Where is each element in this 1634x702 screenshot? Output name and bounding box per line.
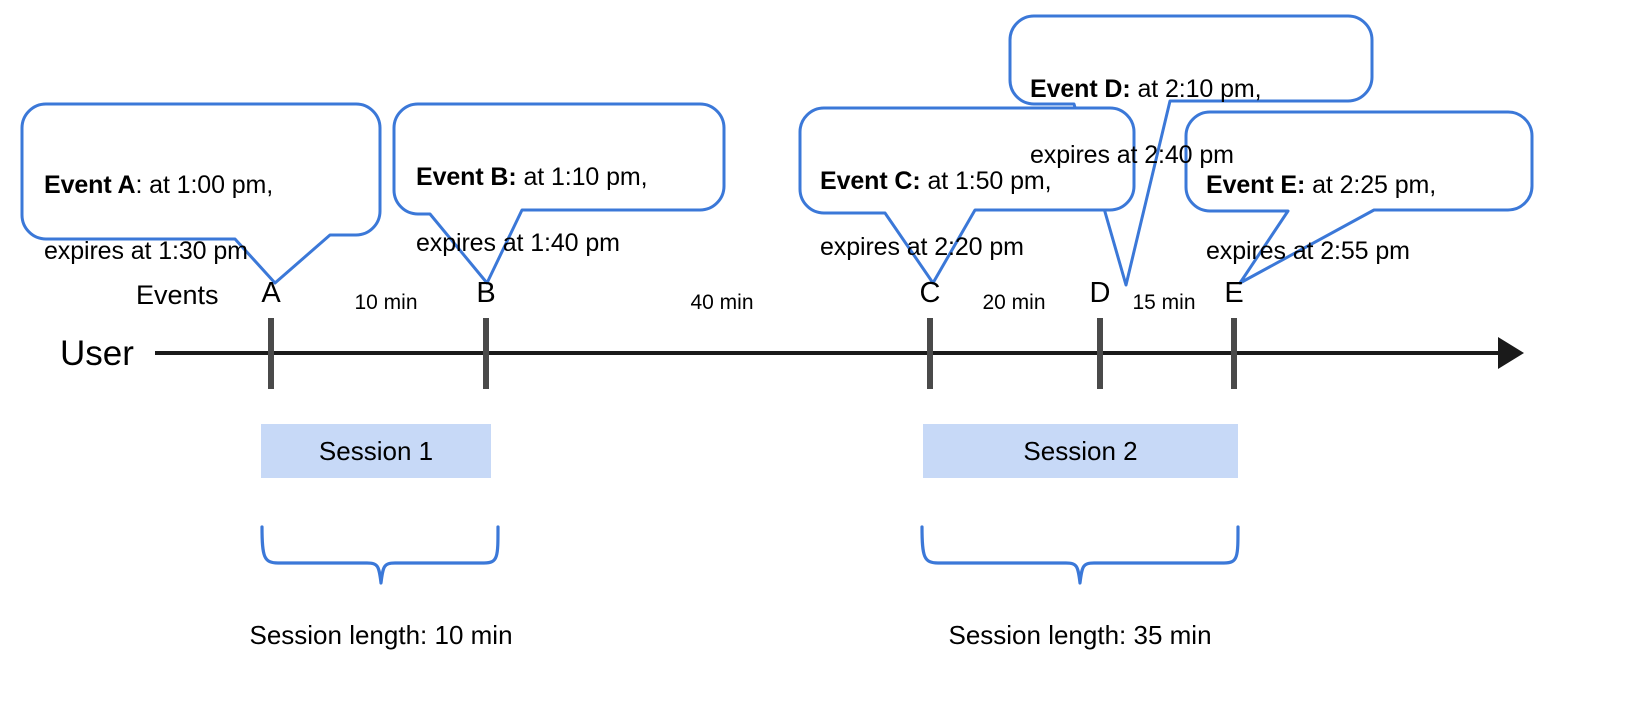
callout-text-event-e: Event E: at 2:25 pm, expires at 2:55 pm	[1206, 136, 1526, 268]
session-bar-2-label: Session 2	[1023, 435, 1138, 466]
callout-text-event-d: Event D: at 2:10 pm, expires at 2:40 pm	[1030, 40, 1360, 172]
callout-lead-event-a: Event A	[44, 171, 136, 199]
callout-body-line1-event-b: at 1:10 pm,	[523, 163, 648, 191]
callout-lead-event-b: Event B:	[416, 163, 517, 191]
events-row-label: Events	[136, 280, 219, 310]
callout-body-line1-event-d: at 2:10 pm,	[1137, 75, 1262, 103]
callout-body-line2-event-c: expires at 2:20 pm	[820, 233, 1024, 261]
interval-label-c-d: 20 min	[982, 291, 1046, 314]
callout-body-line2-event-b: expires at 1:40 pm	[416, 229, 620, 257]
session-length-caption-2: Session length: 35 min	[948, 620, 1212, 650]
callout-body-line2-event-d: expires at 2:40 pm	[1030, 141, 1234, 169]
marker-label-e: E	[1224, 277, 1244, 309]
marker-label-b: B	[476, 277, 496, 309]
user-row-label: User	[60, 334, 134, 373]
callout-text-event-a: Event A: at 1:00 pm, expires at 1:30 pm	[44, 136, 374, 268]
callout-separator-event-a: :	[135, 171, 150, 199]
interval-label-d-e: 15 min	[1132, 291, 1196, 314]
session-length-caption-1: Session length: 10 min	[249, 620, 513, 650]
session-bar-1: Session 1	[261, 424, 491, 478]
callout-body-line2-event-a: expires at 1:30 pm	[44, 237, 248, 265]
brace-session-2	[920, 525, 1240, 585]
callout-lead-event-d: Event D:	[1030, 75, 1131, 103]
callout-body-line1-event-e: at 2:25 pm,	[1312, 171, 1437, 199]
callout-lead-event-e: Event E:	[1206, 171, 1306, 199]
interval-label-b-c: 40 min	[690, 291, 754, 314]
callout-lead-event-c: Event C:	[820, 167, 921, 195]
callout-body-line2-event-e: expires at 2:55 pm	[1206, 237, 1410, 265]
session-bar-2: Session 2	[923, 424, 1238, 478]
marker-label-c: C	[919, 277, 941, 309]
marker-label-a: A	[261, 277, 281, 309]
callout-body-line1-event-c: at 1:50 pm,	[927, 167, 1052, 195]
timeline-arrowhead	[1498, 337, 1524, 369]
session-bar-1-label: Session 1	[318, 435, 434, 466]
callout-text-event-b: Event B: at 1:10 pm, expires at 1:40 pm	[416, 128, 716, 260]
interval-label-a-b: 10 min	[354, 291, 418, 314]
callout-text-event-c: Event C: at 1:50 pm, expires at 2:20 pm	[820, 132, 1130, 264]
brace-session-1	[260, 525, 500, 585]
callout-body-line1-event-a: at 1:00 pm,	[149, 171, 274, 199]
marker-label-d: D	[1089, 277, 1111, 309]
